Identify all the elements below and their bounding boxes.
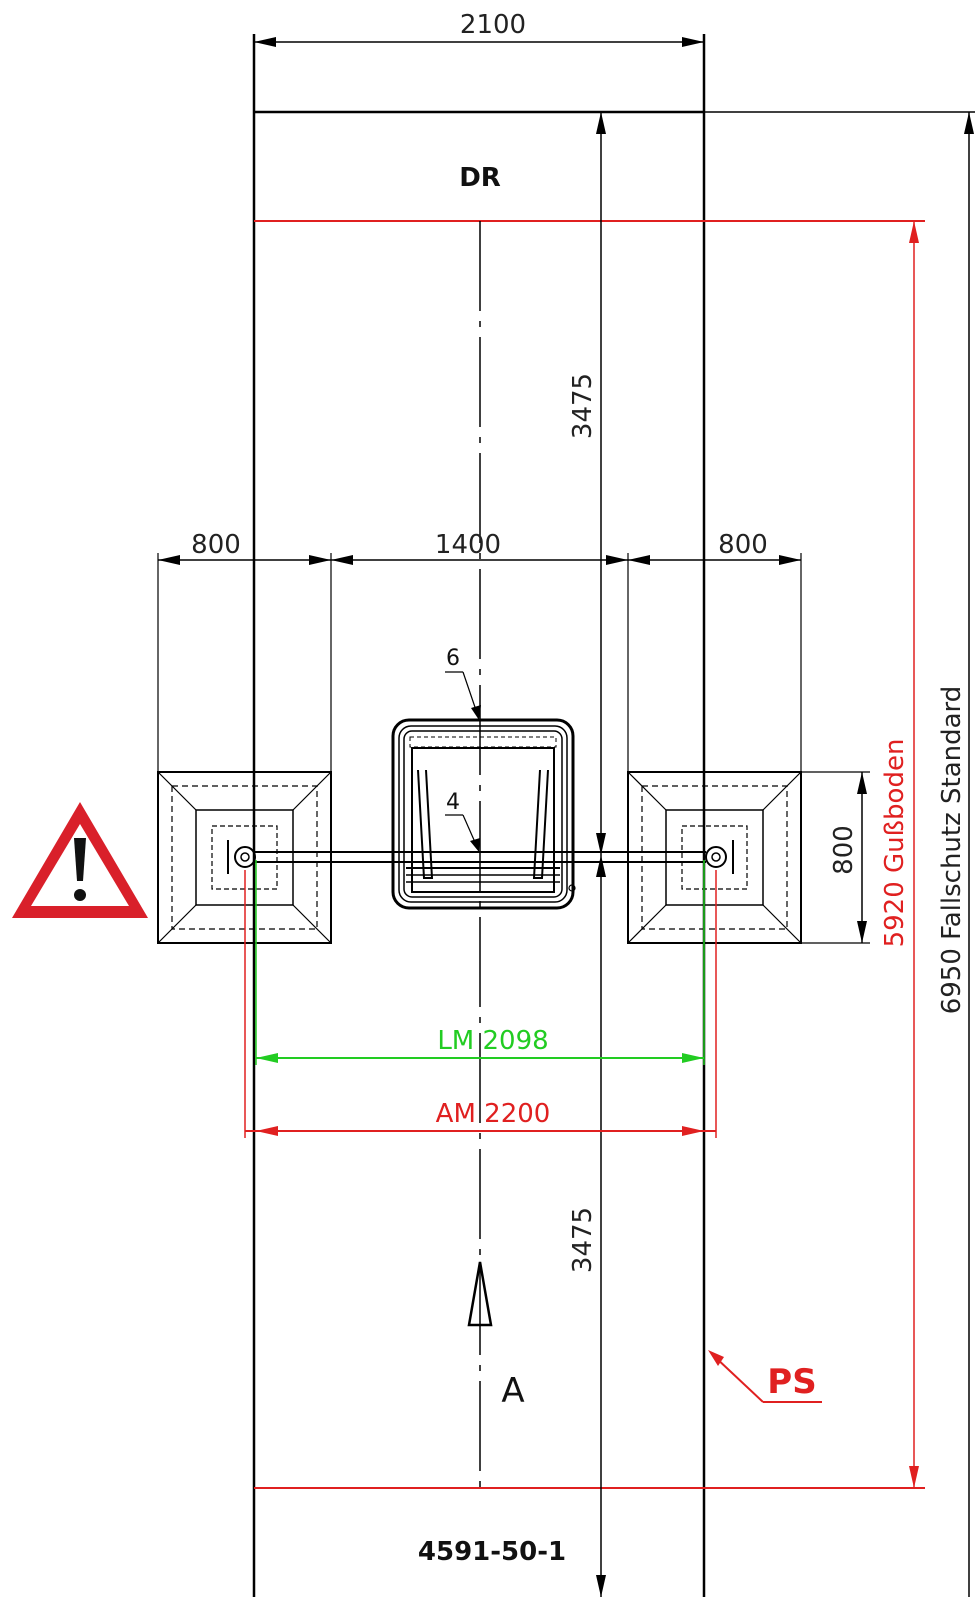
svg-text:6: 6 xyxy=(446,646,460,671)
dimension-cast-floor-text: 5920 Gußboden xyxy=(880,739,910,948)
ps-label: PS xyxy=(767,1362,816,1402)
dimension-overall-width: 2100 xyxy=(254,10,704,47)
warning-triangle-icon xyxy=(12,802,148,918)
drawing-number: 4591-50-1 xyxy=(418,1537,566,1567)
dimension-center-gap-text: 1400 xyxy=(435,530,501,560)
ps-marker: PS xyxy=(708,1350,822,1403)
dimension-cast-floor: 5920 Gußboden xyxy=(880,221,919,1488)
cross-beam xyxy=(255,851,706,863)
center-lift-unit xyxy=(391,718,576,910)
dimension-am-text: AM 2200 xyxy=(436,1099,551,1129)
dimension-upper-half-text: 3475 xyxy=(568,373,598,439)
dimension-pad-height-text: 800 xyxy=(829,825,859,875)
dimension-fall-protection: 6950 Fallschutz Standard xyxy=(937,112,974,1597)
right-column-pad xyxy=(627,771,802,944)
direction-arrow-icon xyxy=(467,1261,493,1327)
callout-6: 6 xyxy=(445,646,481,720)
dimension-fall-protection-text: 6950 Fallschutz Standard xyxy=(937,686,967,1015)
dimension-lm-text: LM 2098 xyxy=(437,1026,548,1056)
dimension-lower-half-text: 3475 xyxy=(568,1207,598,1273)
dimension-pad-row: 800 1400 800 xyxy=(157,530,802,772)
dimension-am: AM 2200 xyxy=(244,870,717,1138)
dimension-half-length: 3475 3475 xyxy=(568,112,606,1597)
dimension-pad-left-text: 800 xyxy=(191,530,241,560)
dimension-lm: LM 2098 xyxy=(255,860,705,1065)
direction-label: A xyxy=(501,1371,524,1411)
zone-label-dr: DR xyxy=(459,163,501,193)
callout-4: 4 xyxy=(445,790,480,852)
cast-floor-boundaries xyxy=(254,220,925,1489)
svg-text:4: 4 xyxy=(446,790,460,815)
dimension-overall-width-text: 2100 xyxy=(460,10,526,40)
dimension-pad-height: 800 xyxy=(801,771,870,944)
dimension-pad-right-text: 800 xyxy=(718,530,768,560)
floor-outline xyxy=(252,34,975,1597)
